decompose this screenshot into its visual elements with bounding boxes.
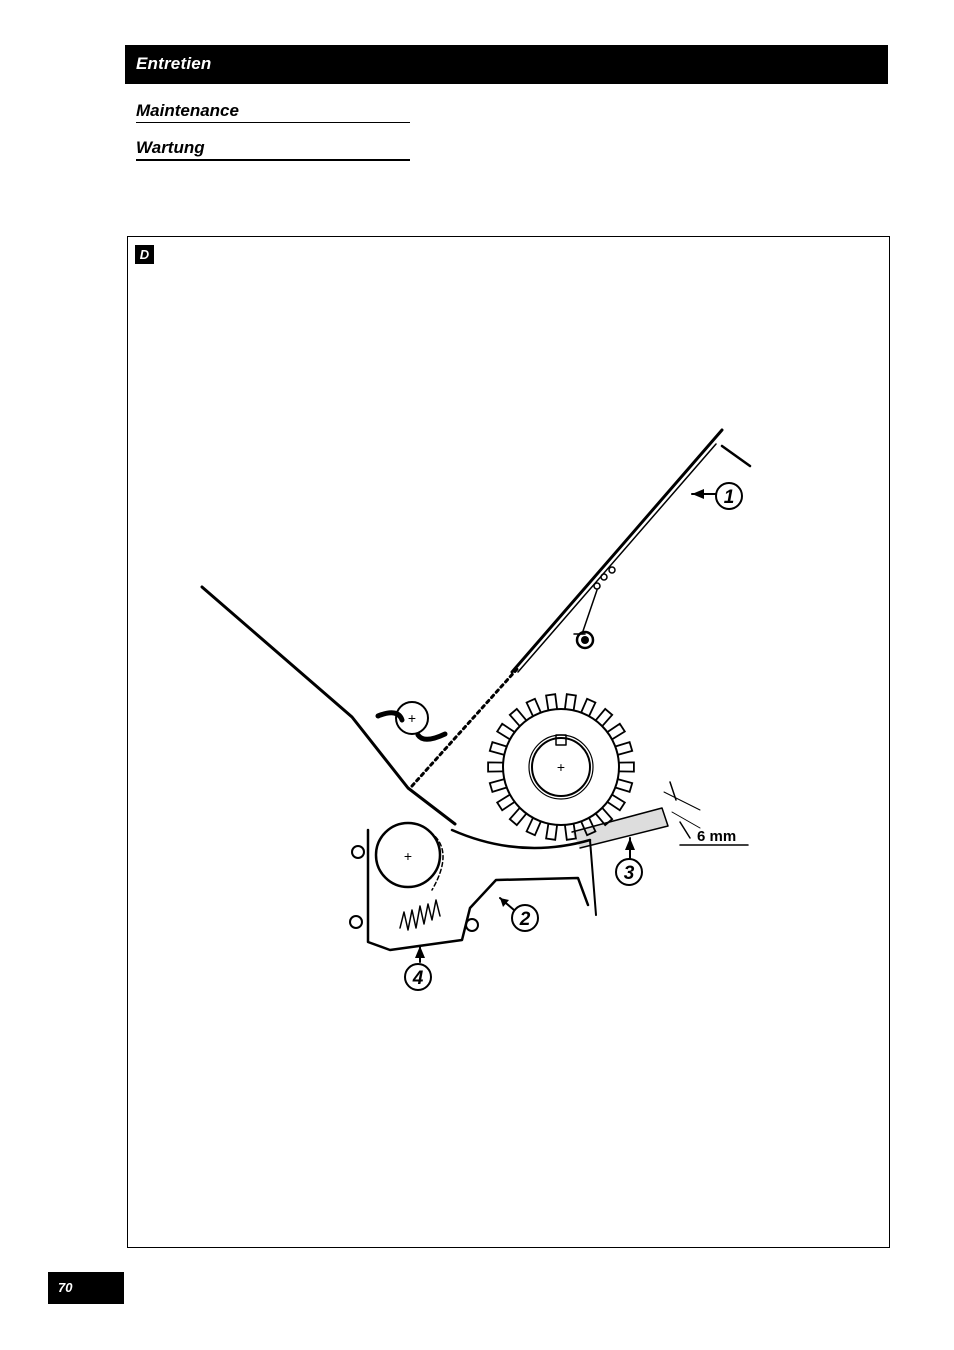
- gear-center-mark: +: [557, 759, 565, 775]
- callout-4: 4: [412, 968, 424, 989]
- spring: [400, 900, 440, 930]
- dimension-label: 6 mm: [697, 828, 736, 845]
- upper-plate: [512, 430, 722, 672]
- page-number: 70: [48, 1272, 124, 1304]
- left-plate: [202, 587, 455, 824]
- rotor-arrow-left: [378, 713, 402, 720]
- callout-1: 1: [724, 487, 735, 508]
- pivot-center-mark: +: [404, 848, 412, 864]
- rotor-center-mark: +: [408, 710, 416, 726]
- callout-2: 2: [519, 909, 531, 930]
- callout-3: 3: [624, 863, 635, 884]
- rotor-arrow-right: [418, 734, 445, 739]
